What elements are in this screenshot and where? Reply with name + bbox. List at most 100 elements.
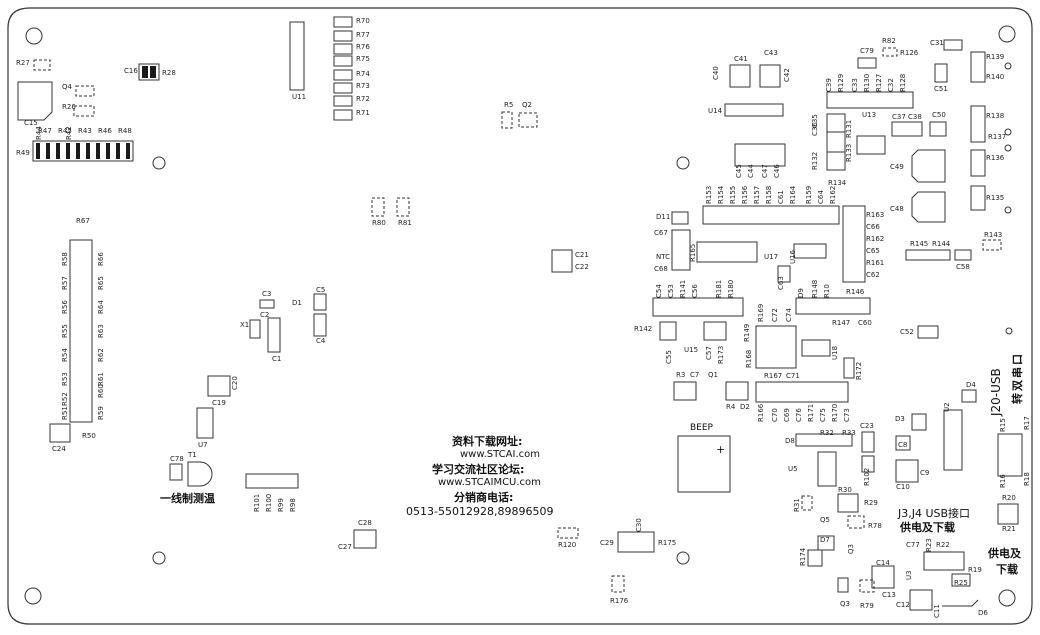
label-r42: R42	[65, 126, 73, 140]
label-r99: R99	[277, 498, 285, 512]
label-r10: R10	[823, 284, 831, 298]
label-c35: C35	[811, 114, 819, 128]
cap-array-c44-c47	[734, 143, 786, 167]
pad-r31	[801, 495, 813, 511]
label-r180: R180	[727, 279, 735, 298]
resistor-column-c67-c68	[671, 229, 691, 271]
label-r170: R170	[831, 403, 839, 422]
resistor-array-r153-r162	[702, 205, 840, 225]
label-c56: C56	[691, 284, 699, 298]
label-r176: R176	[610, 597, 629, 605]
label-r60: R60	[97, 384, 105, 398]
label-r174: R174	[799, 547, 807, 566]
pad-q4	[75, 85, 95, 97]
label-c21: C21	[575, 251, 589, 259]
label-q2: Q2	[522, 101, 532, 109]
label-r127: R127	[875, 73, 883, 92]
label-c1: C1	[272, 355, 282, 363]
pad-r120	[557, 527, 579, 539]
label-c11: C11	[933, 604, 941, 618]
label-c72: C72	[771, 308, 779, 322]
ic-u5	[817, 451, 837, 487]
label-c37: C37	[892, 113, 906, 121]
label-r28: R28	[162, 69, 176, 77]
label-c22: C22	[575, 263, 589, 271]
label-r78: R78	[868, 522, 882, 530]
label-r148: R148	[811, 279, 819, 298]
label-r50: R50	[82, 432, 96, 440]
label-c67: C67	[654, 229, 668, 237]
pad-c2	[267, 317, 281, 353]
label-c13: C13	[882, 591, 896, 599]
label-r168: R168	[745, 349, 753, 368]
label-u15: U15	[684, 346, 699, 354]
label-c19: C19	[212, 399, 226, 407]
label-r5: R5	[504, 101, 514, 109]
label-r126: R126	[900, 49, 919, 57]
label-c23: C23	[860, 422, 874, 430]
label-r30: R30	[838, 486, 852, 494]
label-c3: C3	[262, 290, 272, 298]
label-r48: R48	[118, 127, 132, 135]
label-c52: C52	[900, 328, 914, 336]
power-download-right-2: 下载	[996, 563, 1018, 576]
label-c46: C46	[773, 164, 781, 178]
label-r20: R20	[1002, 494, 1016, 502]
label-r77: R77	[356, 31, 370, 39]
label-c78: C78	[170, 455, 184, 463]
label-r149: R149	[743, 323, 751, 342]
label-r15: R15	[999, 418, 1007, 432]
label-c55: C55	[665, 350, 673, 364]
label-r21: R21	[1002, 525, 1016, 533]
label-r57: R57	[61, 276, 69, 290]
label-r44: R44	[35, 126, 43, 140]
mounting-hole-mid-left	[152, 156, 166, 170]
label-d9: D9	[797, 288, 805, 298]
label-r98: R98	[289, 498, 297, 512]
label-r173: R173	[717, 345, 725, 364]
label-r31: R31	[793, 498, 801, 512]
pad-r3-c7	[673, 381, 697, 401]
label-c14: C14	[876, 559, 890, 567]
resource-url: www.STCAI.com	[460, 449, 540, 460]
pad-d11	[671, 211, 689, 225]
power-download-right-1: 供电及	[988, 547, 1021, 560]
forum-url: www.STCAIMCU.com	[438, 477, 541, 488]
label-r147: R147	[832, 319, 851, 327]
label-u11: U11	[292, 93, 307, 101]
mounting-hole-lower-right	[676, 551, 690, 565]
resistor-column-r161-r163	[842, 205, 866, 283]
pad-r30-r29	[837, 493, 859, 513]
usb-connector-holes	[1004, 62, 1012, 214]
label-r133: R133	[845, 143, 853, 162]
label-d3: D3	[895, 415, 905, 423]
ic-u11	[289, 21, 305, 91]
label-r171: R171	[807, 403, 815, 422]
label-r132: R132	[811, 151, 819, 170]
beep-label: BEEP	[690, 423, 713, 433]
label-r159: R159	[805, 185, 813, 204]
label-r161: R161	[866, 259, 885, 267]
board-outline	[7, 7, 1033, 625]
label-r49: R49	[16, 149, 30, 157]
resistor-column-r70-r77	[333, 16, 353, 121]
label-r25: R25	[954, 579, 968, 587]
pad-c23	[861, 431, 875, 453]
label-c47: C47	[761, 164, 769, 178]
label-c76: C76	[795, 408, 803, 422]
label-r33: R33	[842, 429, 856, 437]
label-r100: R100	[265, 493, 273, 512]
label-r45: R45	[58, 127, 72, 135]
label-u5: U5	[788, 465, 798, 473]
label-r155: R155	[729, 185, 737, 204]
resistor-array-r166-r173	[755, 381, 849, 403]
cap-c43	[759, 64, 781, 88]
pad-c12	[909, 589, 933, 611]
resistor-array-c72-r168	[755, 325, 797, 369]
label-r137: R137	[988, 133, 1007, 141]
label-c64: C64	[817, 190, 825, 204]
cap-c21-c22	[551, 249, 573, 273]
cap-c27-c28	[353, 529, 377, 549]
pad-c24	[49, 423, 71, 443]
ic-u13	[856, 135, 886, 155]
